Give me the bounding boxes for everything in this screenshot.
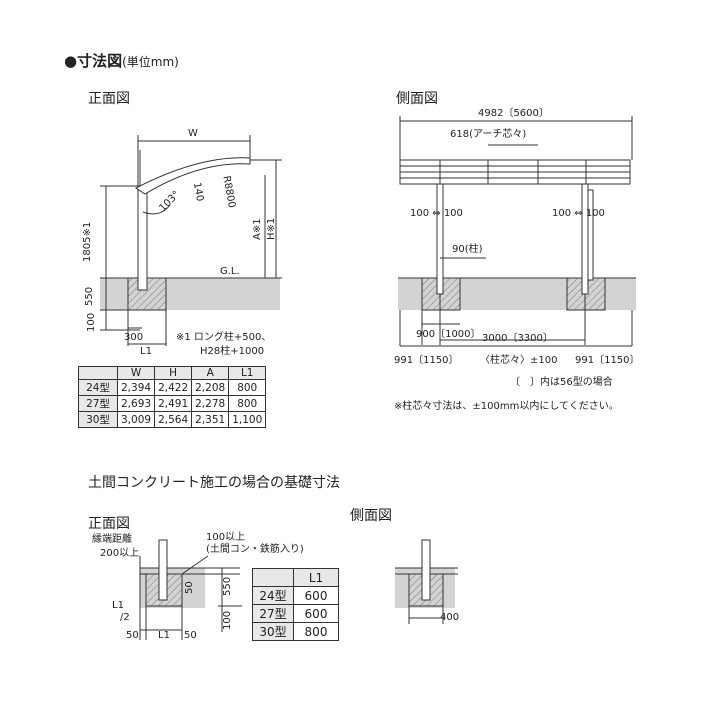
dim-total-length: 4982〔5600〕: [478, 108, 549, 119]
dim-h: H※1: [266, 217, 277, 240]
l1-cell: 27型: [252, 604, 294, 623]
note-h28: H28柱+1000: [200, 346, 265, 357]
bottom-50-right: 50: [184, 630, 197, 641]
l1-header-cell: L1: [293, 568, 339, 587]
section-title: ●寸法図(単位mm): [64, 50, 179, 71]
spec-cell: 2,564: [154, 411, 193, 428]
spec-cell: 2,394: [116, 379, 156, 396]
side-view-drawing: [398, 116, 636, 347]
spec-header-cell: A: [191, 366, 230, 380]
front-view-drawing: [100, 135, 282, 346]
concrete-dim-550: 550: [222, 576, 233, 596]
l1-table-row: 30型 800: [252, 622, 339, 641]
spec-cell: 800: [228, 395, 267, 412]
dim-bottom-mid: 〈柱芯々〉±100: [480, 355, 558, 366]
dim-w: W: [188, 128, 198, 139]
dim-base: 100: [86, 312, 97, 332]
dim-right-clearance: 100 ⇔ 100: [552, 208, 605, 219]
l1-half-top: L1: [112, 600, 124, 611]
dim-bottom-left: 991〔1150〕: [394, 355, 459, 366]
note-bracket: 〔 〕内は56型の場合: [510, 377, 613, 388]
spec-cell: 2,693: [116, 395, 156, 412]
concrete-front-title: 正面図: [88, 516, 130, 532]
cover-depth: 100以上: [206, 532, 246, 543]
dim-footing: 900〔1000〕: [416, 329, 481, 340]
spec-table-row: 30型 3,009 2,564 2,351 1,100: [78, 411, 267, 428]
concrete-dim-50v: 50: [184, 581, 195, 594]
front-roof: [135, 157, 251, 195]
l1-cell: 600: [293, 586, 339, 605]
dim-under: 550: [84, 286, 95, 306]
side-400: 400: [440, 612, 460, 623]
edge-distance-value: 200以上: [100, 548, 140, 559]
bottom-50-left: 50: [126, 630, 139, 641]
l1-table: L1 24型 600 27型 600 30型 800: [252, 568, 339, 641]
spec-cell: 30型: [78, 411, 118, 428]
spec-cell: 2,278: [191, 395, 230, 412]
l1-cell: 24型: [252, 586, 294, 605]
bottom-l1: L1: [158, 630, 170, 641]
spec-header-cell: H: [154, 366, 193, 380]
spec-cell: 2,422: [154, 379, 193, 396]
spec-header-cell: W: [116, 366, 156, 380]
dim-span: 3000〔3300〕: [482, 333, 553, 344]
concrete-front-drawing: [139, 539, 242, 640]
note-tolerance: ※柱芯々寸法は、±100mm以内にしてください。: [394, 401, 619, 412]
concrete-side-title: 側面図: [350, 508, 392, 524]
dim-l1: L1: [140, 346, 152, 357]
dim-post-width: 90(柱): [452, 244, 483, 255]
note-long-post: ※1 ロング柱+500、: [176, 332, 272, 343]
dim-post-height: 1805※1: [82, 221, 93, 262]
spec-cell: 27型: [78, 395, 118, 412]
concrete-heading: 土間コンクリート施工の場合の基礎寸法: [88, 475, 340, 491]
dim-a: A※1: [252, 218, 263, 240]
l1-table-header: L1: [252, 568, 339, 587]
l1-table-row: 24型 600: [252, 586, 339, 605]
bullet-icon: ●: [64, 52, 78, 70]
spec-table: W H A L1 24型 2,394 2,422 2,208 800 27型 2…: [78, 366, 267, 428]
concrete-side-drawing: [395, 539, 458, 624]
side-view-title: 側面図: [396, 91, 438, 107]
unit-text: (単位mm): [122, 55, 179, 69]
spec-table-row: 27型 2,693 2,491 2,278 800: [78, 395, 267, 412]
front-post: [137, 189, 148, 291]
spec-cell: 3,009: [116, 411, 156, 428]
concrete-dim-100: 100: [222, 610, 233, 630]
dim-left-clearance: 100 ⇔ 100: [410, 208, 463, 219]
dim-arch: 618(アーチ芯々): [450, 129, 527, 140]
l1-table-row: 27型 600: [252, 604, 339, 623]
spec-cell: 800: [228, 379, 267, 396]
side-post-right: [581, 183, 589, 295]
front-view-title: 正面図: [88, 91, 130, 107]
l1-cell: 600: [293, 604, 339, 623]
title-text: 寸法図: [77, 52, 123, 70]
front-ground: [100, 278, 280, 310]
side-post-left: [436, 183, 444, 295]
spec-cell: 1,100: [228, 411, 267, 428]
spec-header-cell: L1: [228, 366, 267, 380]
l1-half-bottom: /2: [120, 612, 130, 623]
dim-300: 300: [124, 332, 144, 343]
spec-header-cell: [78, 366, 118, 380]
dim-bottom-right: 991〔1150〕: [575, 355, 640, 366]
cover-note: (土間コン・鉄筋入り): [206, 544, 304, 555]
spec-cell: 24型: [78, 379, 118, 396]
concrete-side-post: [421, 539, 431, 601]
spec-cell: 2,208: [191, 379, 230, 396]
concrete-front-post: [158, 539, 168, 601]
edge-distance-label: 縁端距離: [92, 534, 132, 545]
spec-cell: 2,491: [154, 395, 193, 412]
l1-cell: 800: [293, 622, 339, 641]
spec-table-row: 24型 2,394 2,422 2,208 800: [78, 379, 267, 396]
spec-table-header: W H A L1: [78, 366, 267, 380]
ground-level: G.L.: [220, 266, 240, 277]
l1-cell: 30型: [252, 622, 294, 641]
spec-cell: 2,351: [191, 411, 230, 428]
